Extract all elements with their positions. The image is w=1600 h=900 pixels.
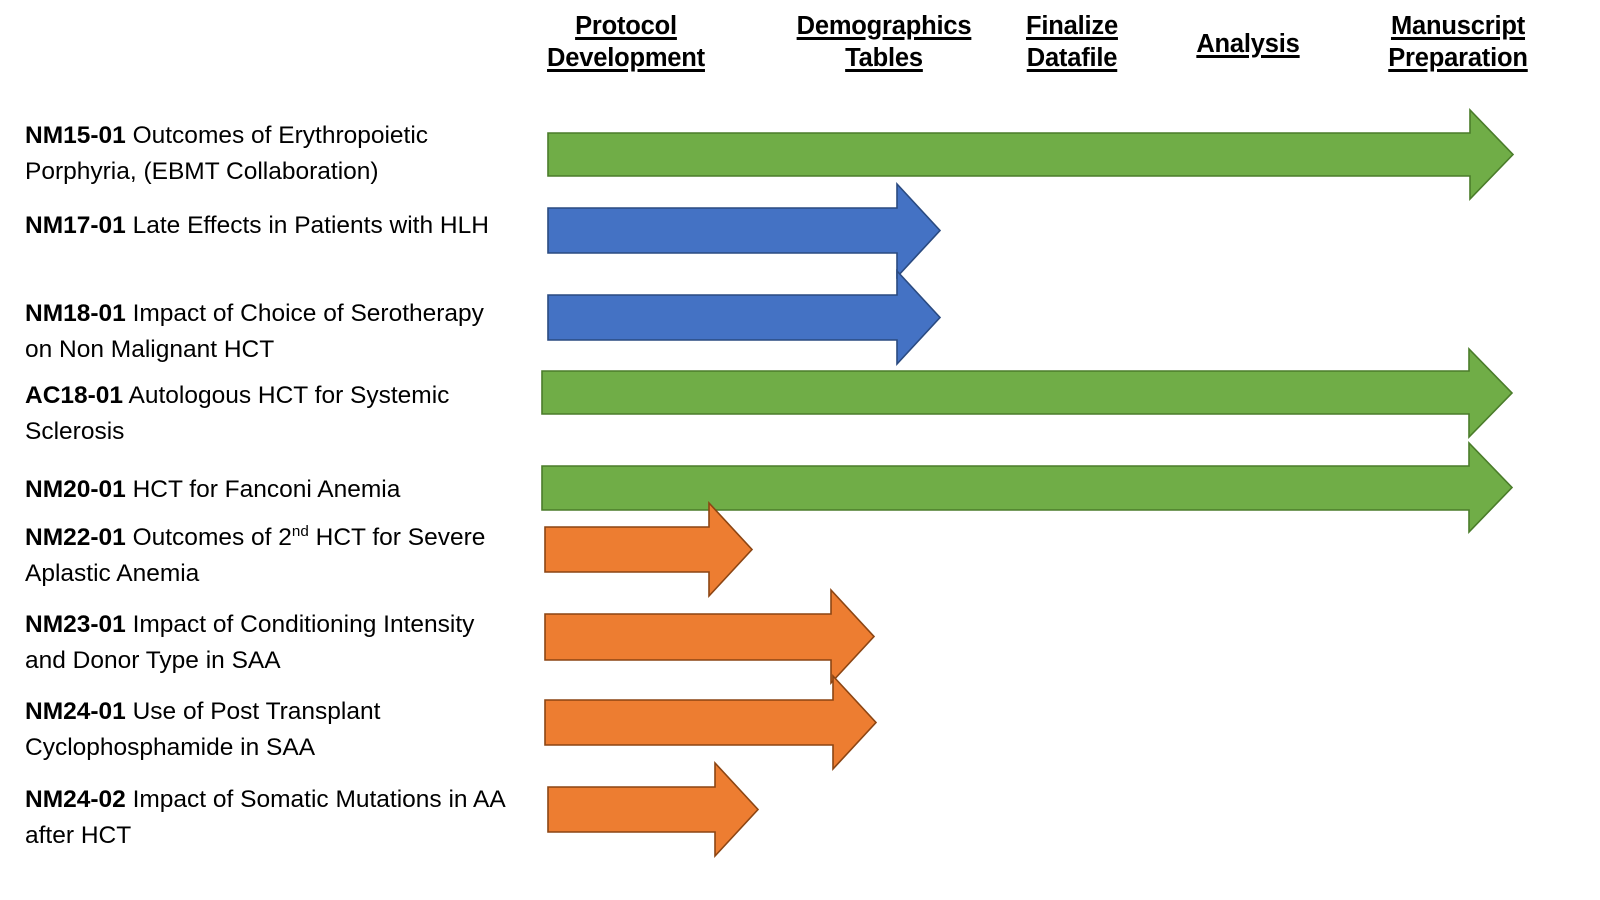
study-title-nm24-02: Impact of Somatic Mutations in AA after … [25,786,505,849]
study-label-column: NM15-01 Outcomes of Erythropoietic Porph… [0,0,530,900]
study-code-ac18-01: AC18-01 [25,382,124,409]
phase-header-line: Tables [845,44,923,72]
study-title-nm20-01: HCT for Fanconi Anemia [125,476,401,503]
progress-arrow-nm22-01 [545,503,752,596]
study-label-nm15-01: NM15-01 Outcomes of Erythropoietic Porph… [25,118,515,190]
study-title-nm22-01: Outcomes of 2nd HCT for Severe Aplastic … [25,522,486,587]
progress-arrow-nm18-01 [548,271,940,364]
study-code-nm24-02: NM24-02 [25,786,126,813]
study-title-nm15-01: Outcomes of Erythropoietic Porphyria, (E… [25,122,429,185]
phase-header-line: Preparation [1388,44,1528,72]
phase-header-analysis: Analysis [1098,28,1398,60]
study-label-nm20-01: NM20-01 HCT for Fanconi Anemia [25,472,515,508]
study-title-nm23-01: Impact of Conditioning Intensity and Don… [25,611,475,674]
study-title-nm18-01: Impact of Choice of Serotherapy on Non M… [25,300,484,363]
study-label-nm18-01: NM18-01 Impact of Choice of Serotherapy … [25,296,515,368]
study-code-nm24-01: NM24-01 [25,698,126,725]
progress-arrow-nm20-01 [542,443,1512,532]
progress-arrow-nm24-01 [545,676,876,769]
study-code-nm22-01: NM22-01 [25,524,126,551]
study-label-nm23-01: NM23-01 Impact of Conditioning Intensity… [25,607,515,679]
study-title-ac18-01: Autologous HCT for Systemic Sclerosis [25,382,450,445]
study-label-nm24-01: NM24-01 Use of Post Transplant Cyclophos… [25,694,515,766]
study-title-nm24-01: Use of Post Transplant Cyclophosphamide … [25,698,381,761]
study-code-nm17-01: NM17-01 [25,212,126,239]
progress-arrow-ac18-01 [542,349,1512,437]
phase-header-line: Protocol [575,12,677,40]
study-label-nm22-01: NM22-01 Outcomes of 2nd HCT for Severe A… [25,520,515,592]
study-code-nm23-01: NM23-01 [25,611,126,638]
study-code-nm20-01: NM20-01 [25,476,126,503]
study-label-ac18-01: AC18-01 Autologous HCT for Systemic Scle… [25,378,515,450]
study-code-nm15-01: NM15-01 [25,122,126,149]
study-code-nm18-01: NM18-01 [25,300,126,327]
study-label-nm24-02: NM24-02 Impact of Somatic Mutations in A… [25,782,515,854]
study-label-nm17-01: NM17-01 Late Effects in Patients with HL… [25,208,515,244]
phase-header-line: Manuscript [1390,12,1526,40]
phase-header-line: Analysis [1196,30,1300,58]
phase-header-line: Demographics [796,12,972,40]
phase-header-line: Finalize [1026,12,1118,40]
phase-header-line: Datafile [1026,44,1118,72]
progress-arrow-nm23-01 [545,590,874,683]
study-title-nm17-01: Late Effects in Patients with HLH [125,212,489,239]
phase-header-line: Development [547,44,705,72]
progress-arrow-nm15-01 [548,110,1513,199]
progress-arrow-nm17-01 [548,184,940,277]
progress-arrow-nm24-02 [548,763,758,856]
